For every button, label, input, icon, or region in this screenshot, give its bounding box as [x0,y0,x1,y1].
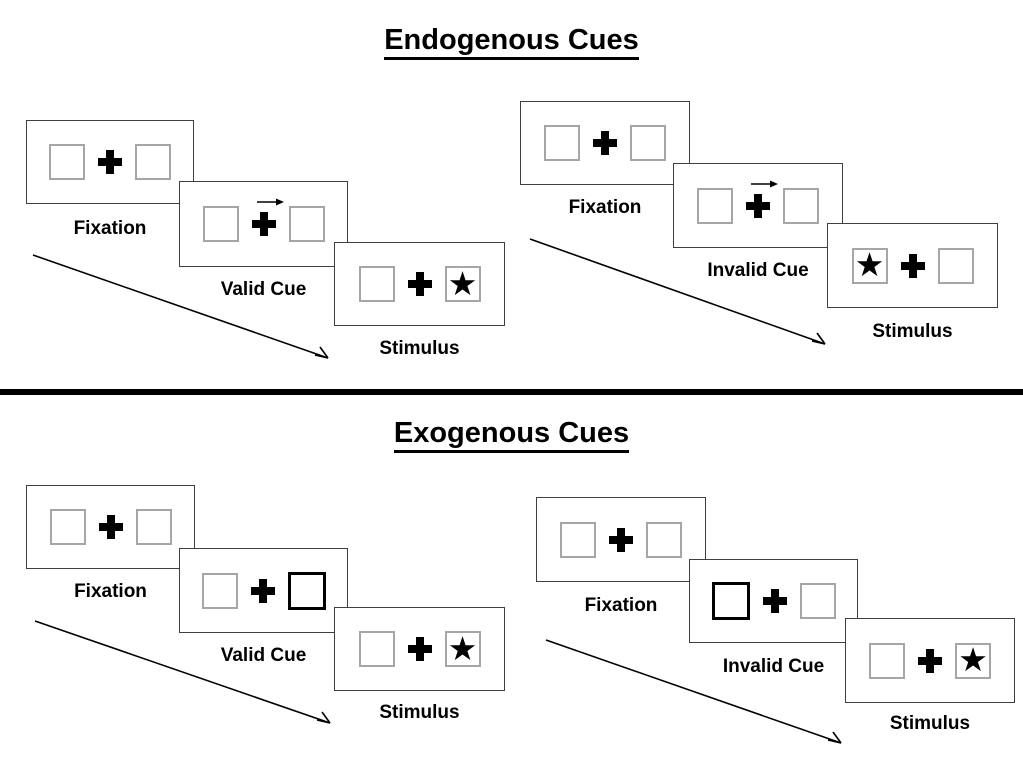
cross-shape [250,578,275,603]
placeholder-square-left [358,266,395,302]
placeholder-square-left [697,187,733,224]
stimulus-panel: ★ [845,618,1015,703]
timeline-arrow [34,620,331,724]
fixation-panel [520,101,690,185]
section-divider [0,389,1023,395]
invalid-cue-label: Invalid Cue [707,260,809,281]
fixation-cross-icon [251,198,284,236]
cross-shape [593,131,617,155]
fixation-cross-icon [609,527,633,552]
fixation-panel [536,497,706,582]
right-arrow-icon [751,180,778,187]
fixation-label: Fixation [73,218,147,239]
valid-cue-label: Valid Cue [220,279,307,300]
placeholder-square-left [49,144,85,180]
placeholder-square-left [544,125,580,161]
placeholder-square-right [937,247,974,284]
stimulus-panel: ★ [827,223,998,308]
fixation-cross-icon [593,131,617,155]
fixation-cross-icon [918,648,942,673]
fixation-label: Fixation [568,197,642,218]
timeline-arrow [545,639,842,744]
valid-cue-panel [179,548,348,633]
stimulus-label: Stimulus [889,713,971,734]
placeholder-square-right [630,125,666,161]
invalid-cue-panel [673,163,843,248]
fixation-cross-icon [746,180,778,218]
fixation-cross-icon [762,589,787,613]
star-icon: ★ [958,641,988,678]
section-title-endogenous: Endogenous Cues [0,24,1023,60]
star-icon: ★ [854,246,885,283]
fixation-panel [26,120,194,204]
section-title-exogenous: Exogenous Cues [0,417,1023,453]
section-title-text: Exogenous Cues [393,417,630,453]
timeline-arrow [529,238,826,345]
star-square-left: ★ [851,246,888,284]
valid-cue-panel [179,181,348,267]
cross-shape [251,212,276,236]
fixation-cross-icon [900,253,925,278]
stimulus-label: Stimulus [872,321,953,342]
invalid-cue-panel [689,559,858,643]
placeholder-square-right [135,509,172,545]
highlighted-square-right [287,571,326,610]
placeholder-square-right [135,144,171,180]
fixation-cross-icon [407,637,432,661]
cross-shape [407,637,432,661]
section-title-text: Endogenous Cues [384,24,639,60]
stimulus-label: Stimulus [379,702,460,723]
right-arrow-icon [256,198,284,206]
fixation-label: Fixation [74,581,147,602]
stimulus-panel: ★ [334,242,505,326]
cross-shape [762,589,787,613]
placeholder-square-left [202,206,239,242]
cross-shape [746,193,770,218]
stimulus-label: Stimulus [379,338,460,359]
placeholder-square-right [288,206,325,242]
star-icon: ★ [447,264,478,302]
placeholder-square-left [49,509,86,545]
cross-shape [407,272,432,296]
fixation-panel [26,485,195,569]
star-square-right: ★ [955,641,991,679]
star-square-right: ★ [444,264,481,302]
cross-shape [609,527,633,552]
placeholder-square-left [869,642,905,679]
placeholder-square-right [646,521,682,558]
stimulus-panel: ★ [334,607,505,691]
placeholder-square-left [201,572,238,609]
placeholder-square-right [799,583,836,619]
fixation-cross-icon [407,272,432,296]
fixation-cross-icon [250,578,275,603]
star-square-right: ★ [444,629,481,667]
fixation-cross-icon [98,515,123,539]
fixation-cross-icon [98,150,122,174]
cross-shape [918,648,942,673]
placeholder-square-left [358,631,395,667]
highlighted-square-left [711,582,750,620]
cross-shape [900,253,925,278]
cross-shape [98,150,122,174]
placeholder-square-left [560,521,596,558]
placeholder-square-right [783,187,819,224]
fixation-label: Fixation [584,595,658,616]
invalid-cue-label: Invalid Cue [722,656,825,677]
cross-shape [98,515,123,539]
timeline-arrow [32,254,329,359]
star-icon: ★ [447,629,478,667]
valid-cue-label: Valid Cue [220,645,307,666]
